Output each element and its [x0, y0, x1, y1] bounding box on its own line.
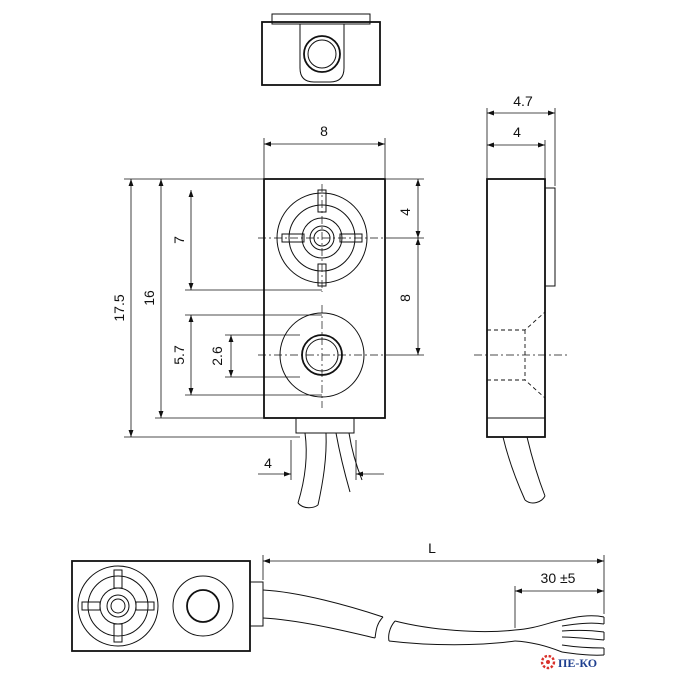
label-hole-outer: 5.7: [171, 345, 187, 365]
label-top-width: 4.7: [513, 93, 533, 109]
label-height-total: 17.5: [111, 294, 127, 321]
label-strip-length: 30 ±5: [541, 570, 576, 586]
dim-left-chain: 17.5 16 7 5.7 2.6: [111, 178, 322, 438]
dim-cable-width: 4: [258, 440, 384, 480]
logo-text: ПЕ-КО: [558, 656, 597, 670]
gear-icon: [540, 654, 556, 670]
label-sensing-pitch: 7: [171, 236, 187, 244]
label-cable-width: 4: [264, 455, 272, 471]
side-view: [474, 178, 570, 504]
dim-front-width: 8: [263, 123, 386, 178]
label-hole-pitch: 8: [397, 294, 413, 302]
dim-right-chain: 4 8: [386, 178, 424, 356]
bottom-view: [71, 560, 605, 656]
top-view: [261, 13, 381, 86]
gear-hub-icon: [546, 660, 550, 664]
dim-side: 4.7 4: [486, 93, 556, 186]
label-cable-length: L: [428, 540, 436, 556]
dim-cable-length: L 30 ±5: [262, 540, 605, 628]
label-top-depth: 4: [513, 124, 521, 140]
label-height-body: 16: [141, 290, 157, 306]
label-offset-top: 4: [397, 208, 413, 216]
front-view: [258, 178, 392, 509]
label-front-width: 8: [320, 123, 328, 139]
label-hole-inner: 2.6: [209, 346, 225, 366]
brand-logo: ПЕ-КО: [540, 654, 597, 670]
